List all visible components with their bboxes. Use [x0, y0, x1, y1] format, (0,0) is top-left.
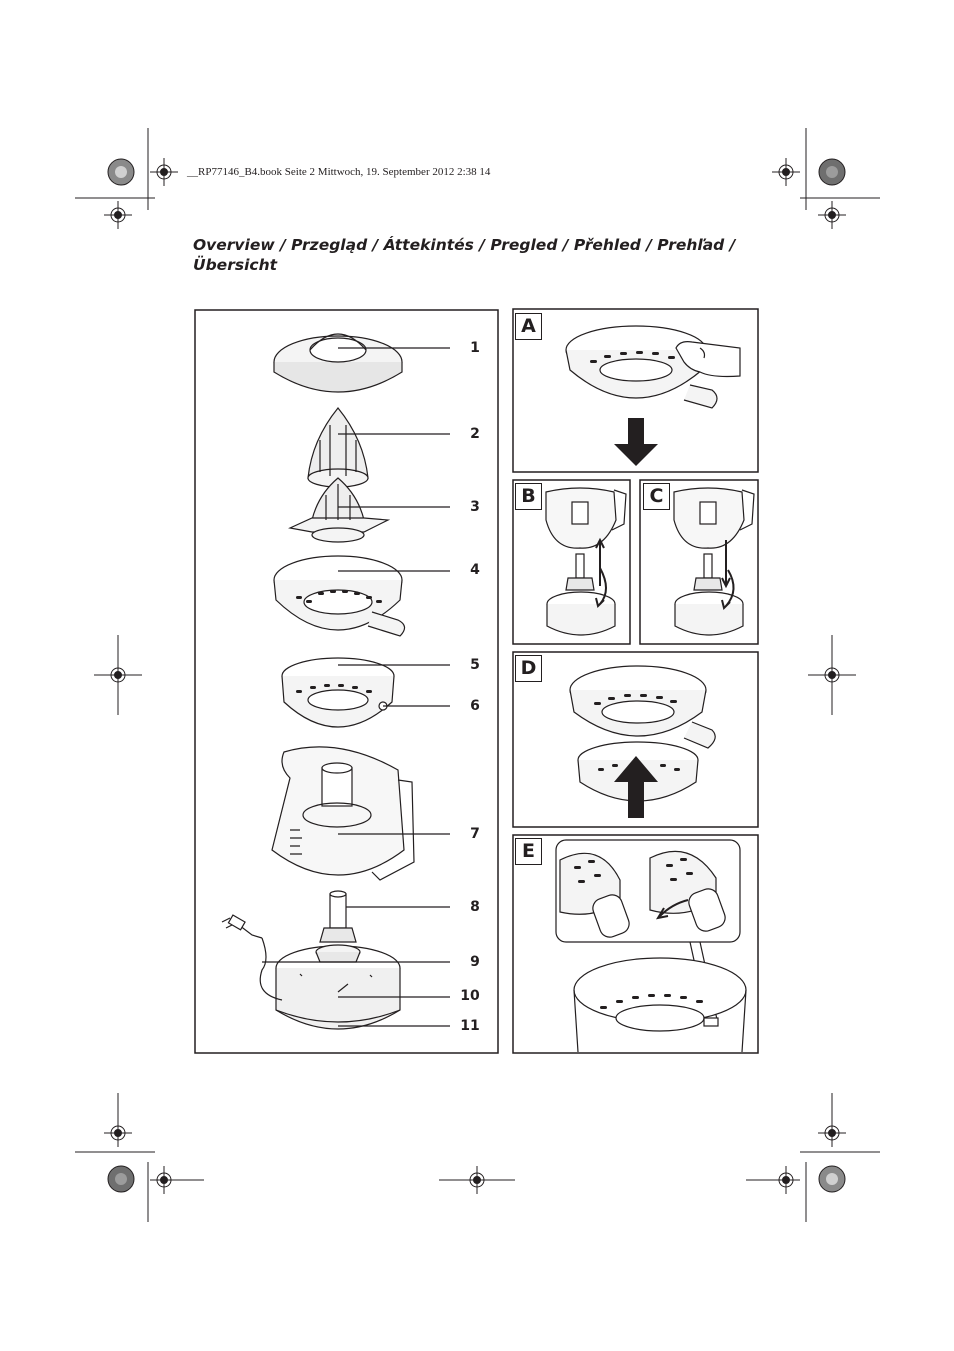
power-cord-drawing — [221, 914, 283, 1001]
arrow-up-icon — [614, 756, 658, 818]
drive-shaft-drawing — [319, 890, 357, 943]
panel-a-frame — [512, 308, 759, 473]
panel-b-drawing — [545, 487, 627, 636]
pulp-filter-drawing — [281, 657, 395, 728]
arrow-down-icon — [614, 418, 658, 466]
part-number-7: 7 — [470, 826, 480, 842]
juice-jug-drawing — [271, 746, 415, 881]
step-label-d: D — [515, 655, 542, 682]
part-number-10: 10 — [460, 988, 480, 1004]
part-number-3: 3 — [470, 499, 480, 515]
part-number-6: 6 — [470, 698, 480, 714]
pulp-container-drawing — [273, 555, 406, 637]
large-cone-drawing — [288, 477, 391, 543]
panel-d-frame — [512, 651, 759, 828]
overview-frame — [194, 309, 499, 1054]
panel-e-drawing — [555, 839, 747, 1053]
part-leader-lines — [262, 347, 450, 1027]
panel-b-frame — [512, 479, 631, 645]
step-label-a: A — [515, 313, 542, 340]
panel-d-drawing — [569, 665, 716, 818]
part-number-1: 1 — [470, 340, 480, 356]
step-label-e: E — [515, 838, 542, 865]
part-number-11: 11 — [460, 1018, 480, 1034]
title-line-2: Übersicht — [193, 255, 278, 274]
panel-c-frame — [639, 479, 759, 645]
color-target-marks — [107, 158, 846, 1193]
print-header-line: __RP77146_B4.book Seite 2 Mittwoch, 19. … — [187, 166, 491, 178]
rotate-arrow-icon — [655, 899, 689, 920]
part-number-5: 5 — [470, 657, 480, 673]
part-number-9: 9 — [470, 954, 480, 970]
title-line-1: Overview / Przegląd / Áttekintés / Pregl… — [193, 236, 736, 254]
lid-drawing — [273, 333, 403, 393]
registration-marks — [94, 158, 856, 1194]
part-number-4: 4 — [470, 562, 480, 578]
step-label-c: C — [643, 483, 670, 510]
part-number-2: 2 — [470, 426, 480, 442]
page-title: Overview / Przegląd / Áttekintés / Pregl… — [193, 236, 768, 275]
panel-e-frame — [512, 834, 759, 1054]
motor-base-drawing — [275, 944, 401, 1030]
part-number-8: 8 — [470, 899, 480, 915]
step-label-b: B — [515, 483, 542, 510]
panel-c-drawing — [673, 487, 755, 636]
panel-a-drawing — [565, 325, 741, 466]
